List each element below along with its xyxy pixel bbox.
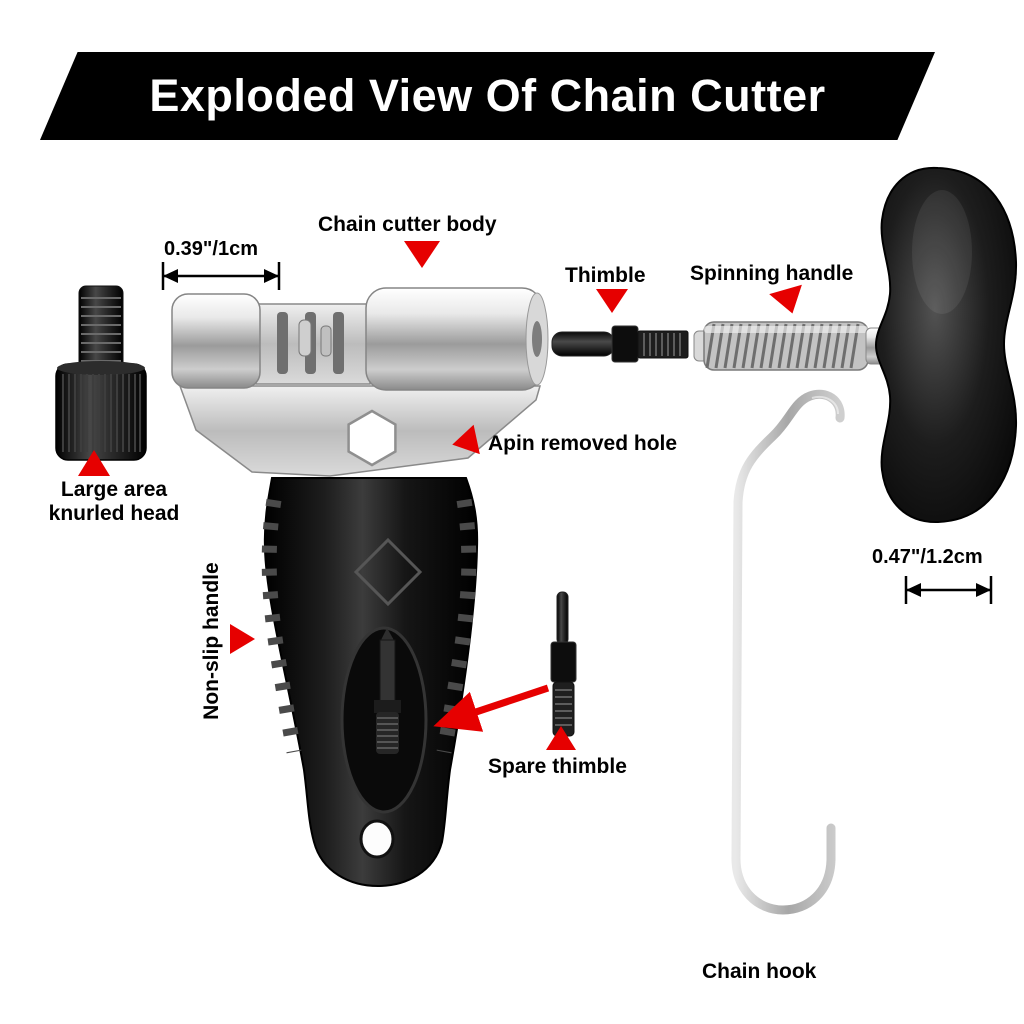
label-large-area-knurled-head: Large area knurled head [48, 478, 180, 526]
dimension-body-width [161, 262, 281, 290]
label-spare-thimble: Spare thimble [488, 755, 627, 778]
right-arrow-icon-non-slip-handle [230, 624, 255, 654]
dimension-knob-width [904, 576, 993, 604]
label-apin-removed-hole: Apin removed hole [488, 432, 678, 455]
spinning-handle-knob [874, 166, 1018, 524]
down-arrow-icon-thimble [596, 289, 628, 313]
page-title: Exploded View Of Chain Cutter [149, 70, 826, 121]
title-banner: Exploded View Of Chain Cutter [40, 52, 935, 140]
knurled-head-bolt [55, 285, 147, 461]
non-slip-handle [261, 477, 479, 888]
up-arrow-icon-knurled-head [78, 450, 110, 476]
spare-thimble-pin [550, 591, 577, 737]
chain-cutter-body [171, 287, 549, 477]
chain-hook [731, 389, 845, 915]
label-spinning-handle: Spinning handle [690, 262, 854, 285]
label-thimble: Thimble [565, 264, 646, 287]
label-non-slip-handle: Non-slip handle [199, 562, 223, 720]
spinning-handle-spring [693, 321, 901, 371]
thimble-pin [551, 325, 689, 363]
label-dimension-body-width: 0.39"/1cm [164, 238, 258, 260]
label-chain-cutter-body: Chain cutter body [318, 213, 497, 236]
down-arrow-icon-chain-cutter-body [404, 241, 440, 268]
label-dimension-knob-width: 0.47"/1.2cm [872, 546, 983, 568]
label-chain-hook: Chain hook [702, 960, 817, 983]
callout-arrow-spare-thimble [433, 684, 550, 732]
up-arrow-icon-spare-thimble [546, 726, 576, 750]
